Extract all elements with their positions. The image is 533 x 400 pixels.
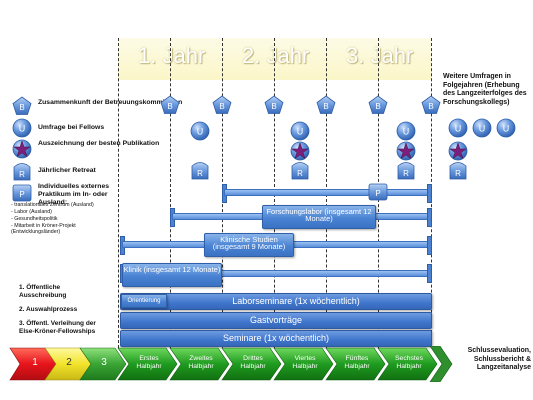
step-2: 2. Auswahlprozess bbox=[19, 306, 78, 313]
retreat-r-icon: R bbox=[191, 162, 209, 180]
semester-4-label: Viertes Halbjahr bbox=[292, 355, 318, 370]
svg-text:R: R bbox=[455, 169, 461, 178]
semester-2-label: Zweites Halbjahr bbox=[188, 355, 214, 370]
circle-u-icon: U bbox=[496, 118, 516, 138]
year-1-label: 1. Jahr bbox=[138, 43, 206, 68]
divider-line bbox=[170, 38, 171, 348]
legend-p-item: - Labor (Ausland) bbox=[11, 209, 52, 215]
bar-endcap bbox=[427, 264, 432, 283]
pentagon-b-icon: B bbox=[160, 95, 180, 114]
svg-text:R: R bbox=[19, 170, 25, 179]
retreat-r-icon: R bbox=[449, 162, 467, 180]
circle-u-icon: U bbox=[448, 118, 468, 138]
svg-text:U: U bbox=[197, 127, 204, 137]
final-evaluation-text: Schlussevaluation, Schlussbericht & Lang… bbox=[467, 347, 531, 371]
gastvortraege-bar: Gastvorträge bbox=[120, 312, 432, 329]
semester-5-arrow bbox=[325, 347, 386, 381]
step-3: 3. Öffentl. Verleihung der Else-Kröner-F… bbox=[19, 320, 96, 335]
circle-u-icon: U bbox=[12, 118, 32, 138]
pentagon-b-icon: B bbox=[264, 95, 284, 114]
svg-text:B: B bbox=[219, 102, 224, 111]
praktikum-p-icon: P bbox=[368, 183, 388, 201]
seminare-bar: Seminare (1x wöchentlich) bbox=[120, 330, 432, 347]
praktikum-rail bbox=[224, 189, 431, 196]
semester-6-arrow bbox=[377, 347, 438, 381]
svg-text:B: B bbox=[323, 102, 328, 111]
circle-u-icon: U bbox=[396, 121, 416, 141]
bar-endcap bbox=[427, 236, 432, 255]
svg-text:B: B bbox=[19, 103, 24, 112]
semester-6-label: Sechstes Halbjahr bbox=[395, 355, 423, 370]
pentagon-b-icon: B bbox=[368, 95, 388, 114]
svg-text:U: U bbox=[503, 124, 510, 134]
legend-star-text: Auszeichnung der besten Publikation bbox=[38, 140, 160, 147]
phase-1-label: 1 bbox=[32, 357, 38, 368]
svg-text:B: B bbox=[375, 102, 380, 111]
svg-text:R: R bbox=[197, 169, 203, 178]
svg-text:B: B bbox=[271, 102, 276, 111]
svg-text:U: U bbox=[19, 124, 26, 134]
orientierung-bar: Orientierung bbox=[121, 294, 167, 308]
semester-3-arrow bbox=[221, 347, 282, 381]
final-arrow-tip bbox=[429, 346, 453, 382]
pentagon-b-icon: B bbox=[421, 95, 441, 114]
legend-p-text: Individuelles externes Praktikum im In- … bbox=[38, 183, 110, 206]
bar-endcap bbox=[427, 184, 432, 203]
star-icon bbox=[396, 141, 416, 161]
phase-3-label: 3 bbox=[101, 357, 107, 368]
klinische-studien-bar: Klinische Studien (insgesamt 9 Monate) bbox=[204, 233, 294, 257]
retreat-r-icon: R bbox=[13, 163, 31, 181]
semester-4-arrow bbox=[273, 347, 334, 381]
timeline-arrow bbox=[9, 346, 453, 382]
legend-u-text: Umfrage bei Fellows bbox=[38, 124, 105, 131]
star-icon bbox=[448, 141, 468, 161]
svg-text:P: P bbox=[19, 190, 24, 199]
right-note: Weitere Umfragen in Folgejahren (Erhebun… bbox=[443, 73, 527, 106]
forschungslabor-bar: Forschungslabor (insgesamt 12 Monate) bbox=[262, 205, 376, 229]
pentagon-b-icon: B bbox=[12, 96, 32, 115]
semester-1-label: Erstes Halbjahr bbox=[136, 355, 162, 370]
pentagon-b-icon: B bbox=[316, 95, 336, 114]
laborseminare-bar: Laborseminare (1x wöchentlich) bbox=[120, 293, 432, 310]
star-icon bbox=[12, 139, 32, 159]
legend-p-item: - Gesundheitspolitik bbox=[11, 216, 58, 222]
retreat-r-icon: R bbox=[397, 162, 415, 180]
praktikum-p-icon: P bbox=[12, 184, 32, 202]
laborseminare-label: Laborseminare (1x wöchentlich) bbox=[232, 296, 360, 306]
klinik-bar: Klinik (insgesamt 12 Monate) bbox=[122, 263, 222, 287]
retreat-r-icon: R bbox=[291, 162, 309, 180]
semester-2-arrow bbox=[169, 347, 230, 381]
svg-text:R: R bbox=[403, 169, 409, 178]
phase-2-label: 2 bbox=[66, 357, 72, 368]
legend-b-text: Zusammenkunft der Betreuungskommission bbox=[38, 99, 183, 106]
pentagon-b-icon: B bbox=[212, 95, 232, 114]
svg-text:P: P bbox=[375, 189, 380, 198]
phase-3-arrow bbox=[79, 347, 127, 381]
svg-text:B: B bbox=[167, 102, 172, 111]
circle-u-icon: U bbox=[190, 121, 210, 141]
semester-1-arrow bbox=[117, 347, 178, 381]
svg-text:U: U bbox=[479, 124, 486, 134]
legend-p-item: - Mitarbeit in Kröner-Projekt (Entwicklu… bbox=[11, 223, 76, 236]
year-2-label: 2. Jahr bbox=[242, 43, 310, 68]
svg-text:B: B bbox=[428, 102, 433, 111]
legend-r-text: Jährlicher Retreat bbox=[38, 167, 96, 174]
circle-u-icon: U bbox=[290, 121, 310, 141]
semester-5-label: Fünftes Halbjahr bbox=[344, 355, 370, 370]
svg-text:R: R bbox=[297, 169, 303, 178]
svg-text:U: U bbox=[403, 127, 410, 137]
circle-u-icon: U bbox=[472, 118, 492, 138]
semester-3-label: Drittes Halbjahr bbox=[240, 355, 266, 370]
step-1: 1. Öffentliche Ausschreibung bbox=[19, 284, 67, 299]
divider-line bbox=[118, 38, 119, 348]
year-3-label: 3. Jahr bbox=[346, 43, 414, 68]
bar-endcap bbox=[427, 208, 432, 227]
svg-text:U: U bbox=[297, 127, 304, 137]
svg-text:U: U bbox=[455, 124, 462, 134]
star-icon bbox=[290, 141, 310, 161]
legend-p-item: - translationales Zentrum (Ausland) bbox=[11, 202, 94, 208]
